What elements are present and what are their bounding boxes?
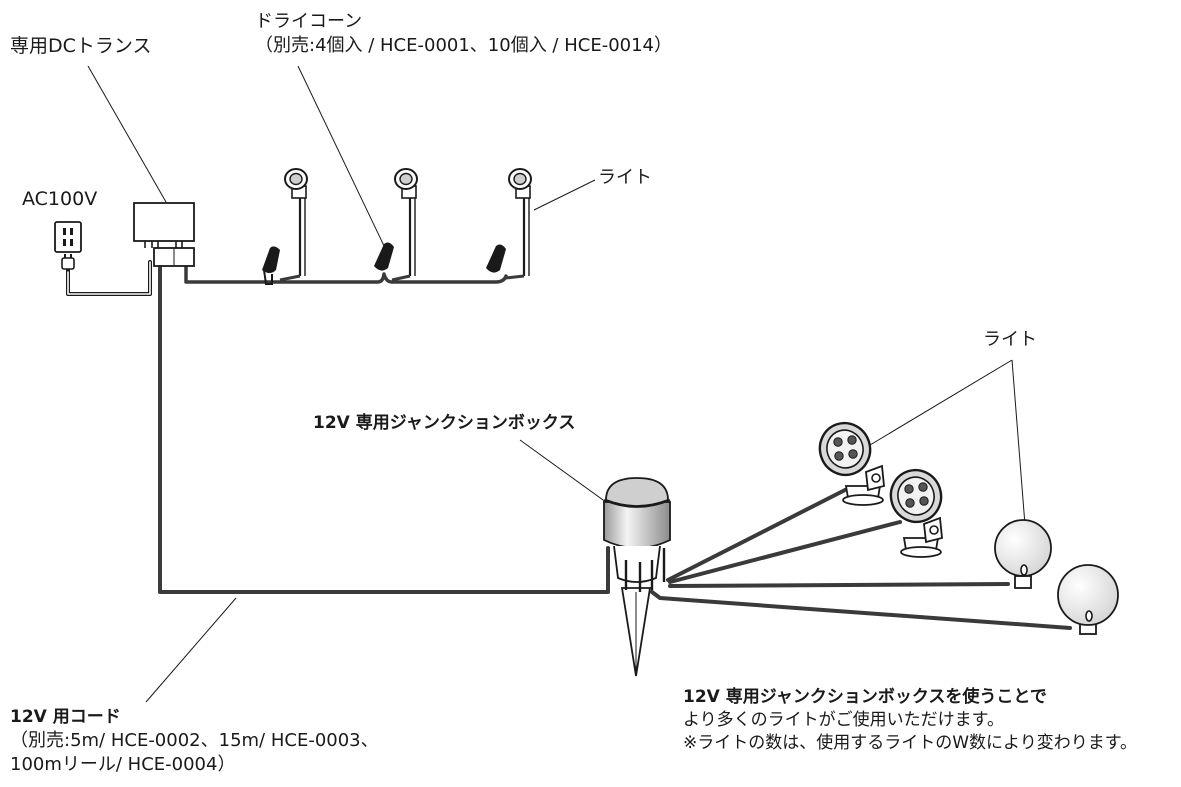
leader-transformer bbox=[87, 65, 167, 203]
leader-cord bbox=[145, 597, 237, 703]
led-spot-2 bbox=[889, 468, 943, 558]
transformer-label: 専用DCトランス bbox=[10, 35, 152, 57]
spot-light-2 bbox=[391, 168, 418, 282]
note-line-1: 12V 専用ジャンクションボックスを使うことで bbox=[683, 687, 1047, 707]
leader-light-top bbox=[533, 179, 596, 211]
top-light-cable bbox=[184, 264, 508, 284]
cord-note-1: （別売:5m/ HCE-0002、15m/ HCE-0003、 bbox=[10, 729, 379, 751]
cord-note-2: 100mリール/ HCE-0004） bbox=[10, 754, 236, 776]
spot-light-3 bbox=[505, 168, 532, 280]
ac-voltage-label: AC100V bbox=[22, 188, 98, 210]
leader-light-right-1 bbox=[869, 359, 1013, 446]
leader-dry-cone bbox=[297, 65, 387, 251]
led-spot-1 bbox=[818, 421, 885, 506]
leader-lines bbox=[87, 65, 1026, 703]
globe-light-1 bbox=[994, 519, 1052, 589]
main-12v-cord bbox=[158, 266, 610, 594]
cord-label: 12V 用コード （別売:5m/ HCE-0002、15m/ HCE-0003、… bbox=[10, 706, 379, 778]
junction-box bbox=[603, 477, 671, 677]
dry-cone-3 bbox=[486, 244, 506, 273]
light-label-top: ライト bbox=[598, 167, 652, 188]
jb-cable-light-2 bbox=[668, 520, 902, 584]
dry-cone-title: ドライコーン bbox=[255, 11, 363, 32]
dry-cone-note: （別売:4個入 / HCE-0001、10個入 / HCE-0014） bbox=[255, 35, 672, 57]
dry-cone-label: ドライコーン （別売:4個入 / HCE-0001、10個入 / HCE-001… bbox=[255, 10, 672, 59]
usage-note: 12V 専用ジャンクションボックスを使うことで より多くのライトがご使用いただけ… bbox=[683, 686, 1137, 755]
cables bbox=[66, 260, 1072, 630]
junction-box-label: 12V 専用ジャンクションボックス bbox=[313, 413, 576, 433]
dry-cone-1 bbox=[262, 246, 280, 285]
ac-cord bbox=[66, 260, 152, 296]
spot-light-1 bbox=[279, 168, 308, 282]
jb-cable-globe-1 bbox=[668, 582, 1010, 588]
note-line-3: ※ライトの数は、使用するライトのW数により変わります。 bbox=[683, 732, 1138, 753]
jb-cable-light-1 bbox=[666, 488, 847, 582]
cord-title: 12V 用コード bbox=[10, 707, 121, 727]
jb-cable-globe-2 bbox=[650, 590, 1072, 630]
light-label-right: ライト bbox=[983, 329, 1037, 350]
note-line-2: より多くのライトがご使用いただけます。 bbox=[683, 709, 1004, 730]
outlet-icon bbox=[54, 221, 82, 253]
dry-cone-2 bbox=[374, 242, 394, 271]
leader-light-right-2 bbox=[1011, 359, 1026, 526]
dc-transformer bbox=[133, 202, 195, 267]
globe-light-2 bbox=[1057, 564, 1119, 635]
